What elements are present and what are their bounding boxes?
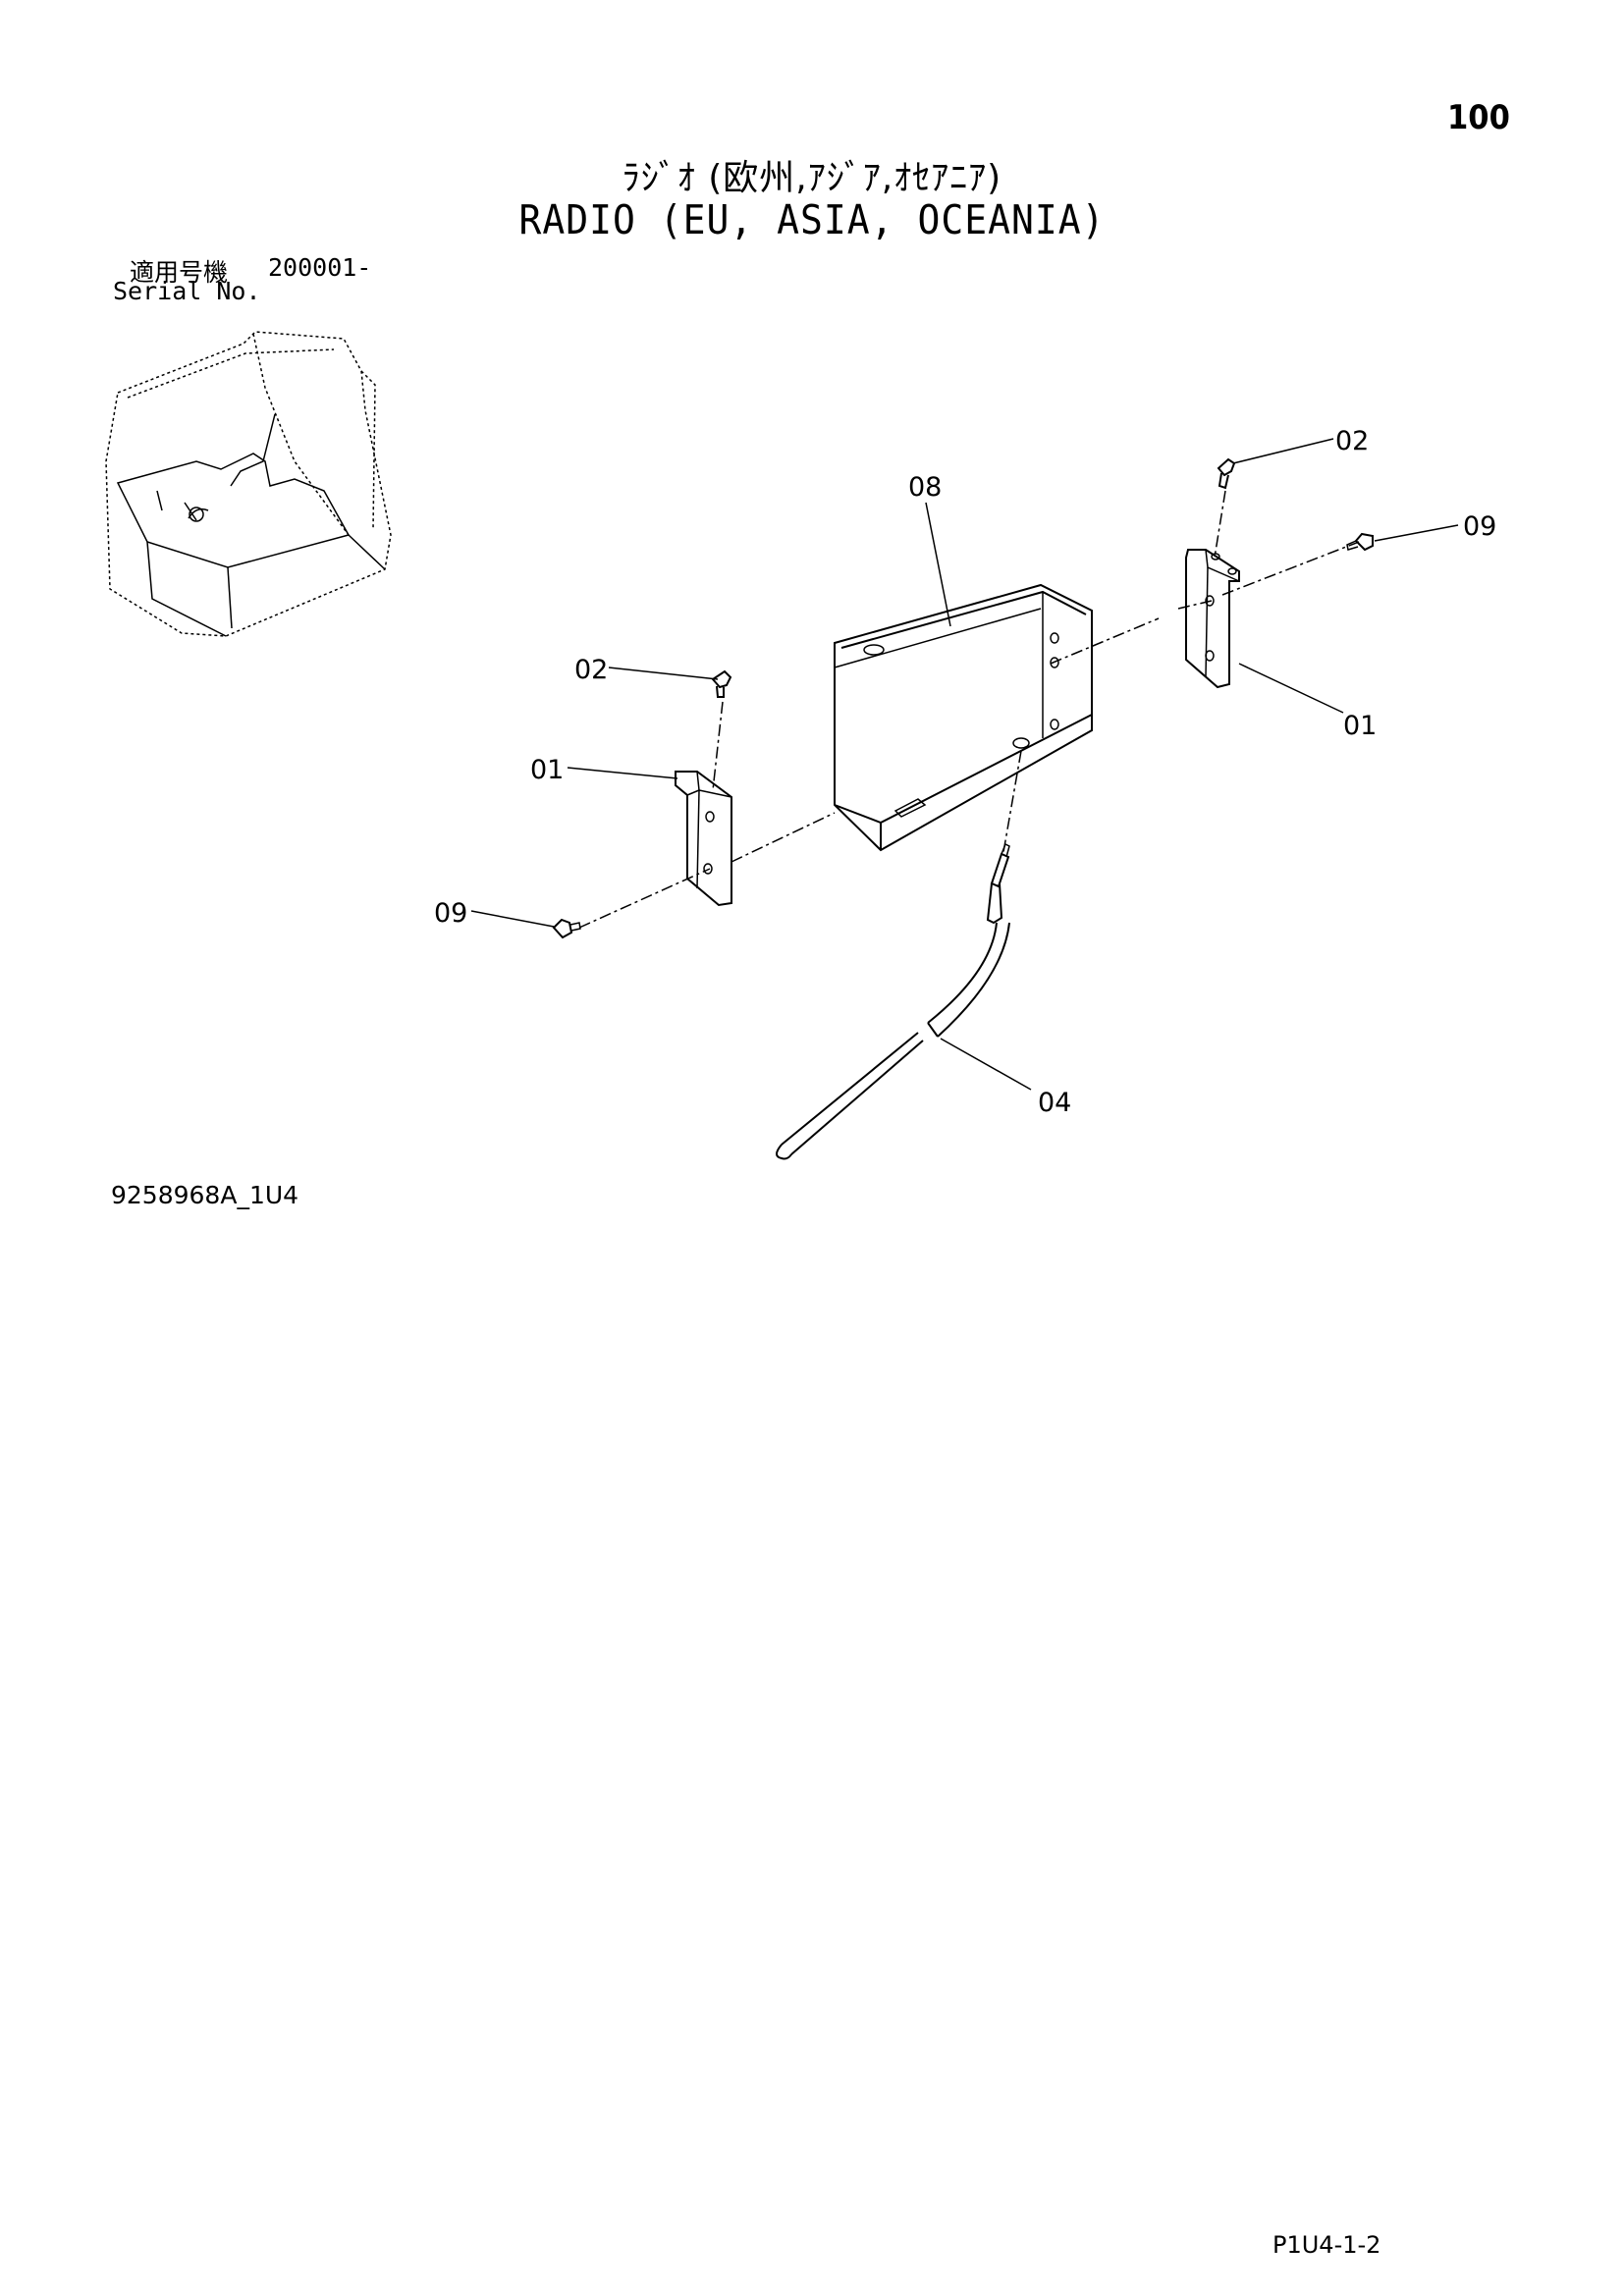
screw-left bbox=[552, 918, 581, 939]
drawing-id: 9258968A_1U4 bbox=[111, 1181, 299, 1209]
centerline bbox=[1050, 617, 1160, 665]
page-number: 100 bbox=[1447, 98, 1510, 137]
centerline bbox=[1214, 490, 1226, 559]
callout-01: 01 bbox=[530, 755, 564, 785]
right-bracket bbox=[1185, 549, 1240, 689]
serial-label-japanese: 適用号機 bbox=[130, 258, 229, 287]
centerline bbox=[731, 812, 836, 863]
radio-unit bbox=[834, 583, 1093, 852]
leader-line bbox=[470, 910, 555, 928]
centerline bbox=[578, 868, 711, 929]
bolt-top-right bbox=[1217, 457, 1236, 490]
leader-line bbox=[940, 1038, 1032, 1091]
serial-label: Serial No. bbox=[113, 277, 261, 305]
callout-02: 02 bbox=[1335, 426, 1369, 456]
centerline bbox=[1177, 600, 1213, 610]
centerline bbox=[1221, 541, 1360, 596]
centerline bbox=[712, 701, 724, 791]
callout-02: 02 bbox=[574, 655, 608, 685]
page-code: P1U4-1-2 bbox=[1272, 2231, 1381, 2259]
leader-line bbox=[925, 502, 951, 627]
callout-04: 04 bbox=[1038, 1088, 1071, 1118]
callout-09: 09 bbox=[434, 898, 467, 929]
serial-number-range: 200001- bbox=[268, 253, 372, 282]
leader-line bbox=[1238, 663, 1344, 714]
screw-right bbox=[1346, 532, 1374, 552]
cab-location-thumbnail bbox=[105, 331, 392, 637]
left-bracket bbox=[675, 771, 732, 907]
leader-line bbox=[1232, 438, 1334, 464]
leader-line bbox=[1374, 524, 1459, 542]
callout-09: 09 bbox=[1463, 511, 1496, 542]
antenna bbox=[776, 842, 1010, 1160]
callout-01: 01 bbox=[1343, 711, 1377, 741]
leader-line bbox=[608, 667, 719, 680]
page-title-japanese: ﾗｼﾞｵ (欧州,ｱｼﾞｱ,ｵｾｱﾆｱ) bbox=[622, 158, 1002, 198]
leader-line bbox=[567, 767, 678, 779]
page-title: RADIO (EU, ASIA, OCEANIA) bbox=[518, 196, 1106, 243]
centerline bbox=[1002, 750, 1022, 853]
callout-08: 08 bbox=[908, 472, 942, 503]
bolt-left bbox=[711, 669, 732, 698]
